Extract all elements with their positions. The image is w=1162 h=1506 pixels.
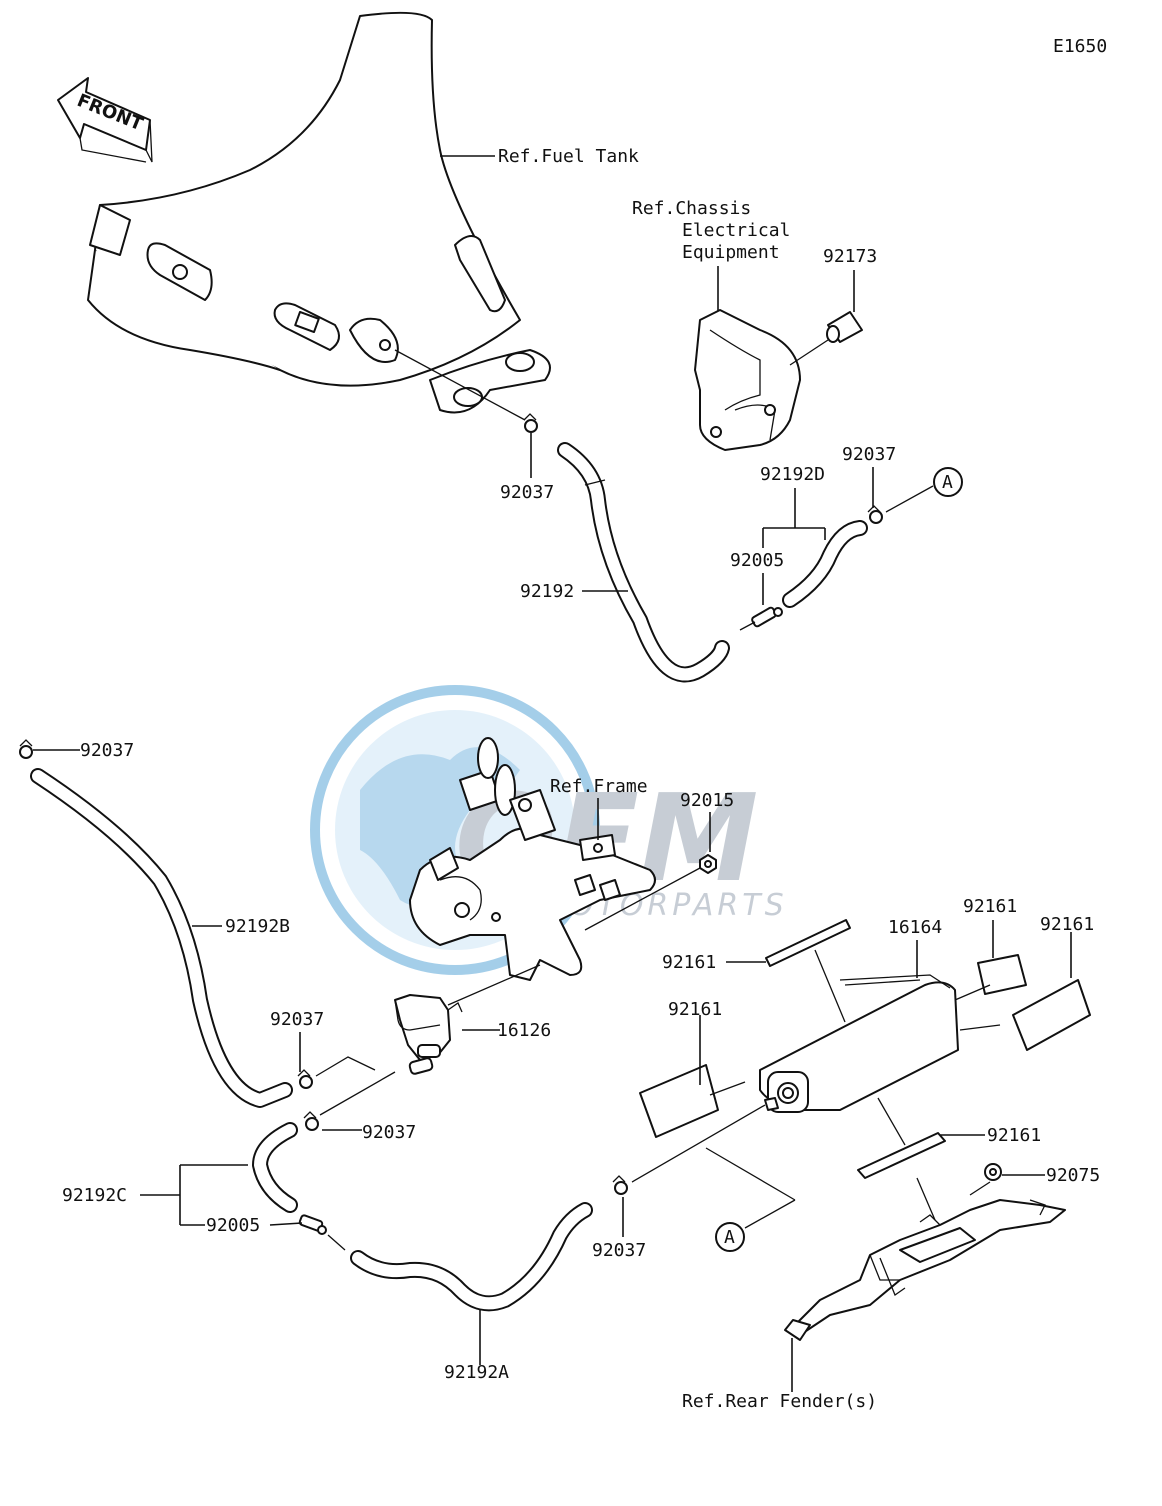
pad-92161-b <box>639 1064 719 1138</box>
part-92161-d: 92161 <box>1040 914 1094 935</box>
part-92192: 92192 <box>520 581 574 602</box>
part-16126: 16126 <box>497 1020 551 1041</box>
svg-text:A: A <box>724 1227 735 1248</box>
ref-fuel-tank-label: Ref.Fuel Tank <box>498 146 639 167</box>
pad-92161-d <box>1012 979 1091 1051</box>
solenoid-valve-16126-illustration <box>394 994 463 1075</box>
part-92005-bottom: 92005 <box>206 1215 260 1236</box>
part-92192D: 92192D <box>760 464 825 485</box>
canister-16164-illustration <box>759 974 959 1113</box>
part-92005-top: 92005 <box>730 550 784 571</box>
hose-92192B <box>30 768 293 1108</box>
part-92015: 92015 <box>680 790 734 811</box>
ref-chassis-label-1: Ref.Chassis <box>632 198 751 219</box>
hose-clamp-right-icon <box>867 505 883 524</box>
ref-chassis-label-2: Electrical <box>682 220 790 241</box>
hose-clamp-left-icon <box>19 739 33 759</box>
front-arrow-icon: FRONT <box>57 77 153 163</box>
fuel-tank-illustration <box>87 11 551 414</box>
electrical-bracket-illustration <box>694 309 801 451</box>
svg-text:A: A <box>942 472 953 493</box>
diagram-code: E1650 <box>1053 36 1107 57</box>
rear-fender-bracket-illustration <box>784 1199 1066 1341</box>
part-92161-b: 92161 <box>668 999 722 1020</box>
part-92161-e: 92161 <box>987 1125 1041 1146</box>
part-92161-c: 92161 <box>963 896 1017 917</box>
pad-92161-c <box>977 954 1027 995</box>
part-92192C: 92192C <box>62 1185 127 1206</box>
part-92037-left: 92037 <box>80 740 134 761</box>
part-92037-top: 92037 <box>500 482 554 503</box>
part-92037-mid1: 92037 <box>270 1009 324 1030</box>
part-16164: 16164 <box>888 917 942 938</box>
pad-92161-e <box>857 1132 946 1179</box>
pad-92161-a <box>765 919 851 967</box>
part-92192A: 92192A <box>444 1362 509 1383</box>
nut-92015-icon <box>699 854 717 874</box>
bolt-92173-icon <box>826 311 863 343</box>
hose-clamp-icon <box>523 413 538 433</box>
fitting-92005-top-icon <box>751 606 783 628</box>
part-92161-a: 92161 <box>662 952 716 973</box>
hose-clamp-mid1-icon <box>297 1069 313 1089</box>
ref-frame-label: Ref.Frame <box>550 776 648 797</box>
part-92173: 92173 <box>823 246 877 267</box>
ref-rear-fender-label: Ref.Rear Fender(s) <box>682 1391 877 1412</box>
hose-clamp-mid2-icon <box>303 1111 319 1131</box>
part-92037-bottom: 92037 <box>592 1240 646 1261</box>
fitting-92005-bottom-icon <box>298 1214 327 1235</box>
bolt-92075-icon <box>984 1163 1002 1181</box>
callout-a-top: A <box>933 467 963 497</box>
frame-bracket-illustration <box>409 737 656 981</box>
part-92037-mid2: 92037 <box>362 1122 416 1143</box>
watermark-globe-ring <box>310 685 600 975</box>
ref-chassis-label-3: Equipment <box>682 242 780 263</box>
part-92192B: 92192B <box>225 916 290 937</box>
hose-clamp-bottom-icon <box>612 1175 628 1195</box>
part-92037-right: 92037 <box>842 444 896 465</box>
callout-a-bottom: A <box>715 1222 745 1252</box>
part-92075: 92075 <box>1046 1165 1100 1186</box>
